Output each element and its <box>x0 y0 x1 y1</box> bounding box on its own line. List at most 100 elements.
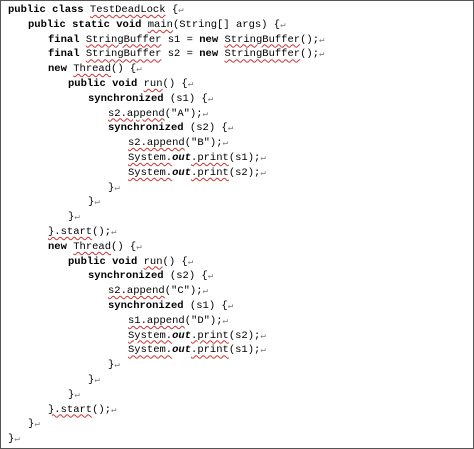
code-token: System. <box>128 152 173 164</box>
paragraph-mark-icon: ↵ <box>111 227 117 237</box>
code-token: System. <box>128 166 173 179</box>
code-token: run <box>143 255 163 268</box>
paragraph-mark-icon: ↵ <box>222 138 228 149</box>
code-line: System.out.print(s2);↵ <box>128 329 266 344</box>
code-token: } <box>28 418 35 431</box>
paragraph-mark-icon: ↵ <box>14 434 20 445</box>
code-token: } <box>108 359 115 372</box>
code-token: public void <box>68 78 144 90</box>
code-token: }.start <box>48 403 93 416</box>
code-token: } <box>8 433 15 446</box>
code-token: out <box>172 152 192 164</box>
code-token: } <box>108 181 115 194</box>
code-token: } <box>88 374 95 386</box>
code-token: s1.append <box>128 314 185 327</box>
code-line: s2.append("C");↵ <box>108 284 208 299</box>
code-token: StringBuffer <box>85 48 162 61</box>
code-token: (s2); <box>228 329 261 342</box>
code-token: Thread <box>73 63 112 76</box>
code-line: System.out.print(s1);↵ <box>128 343 266 358</box>
code-token: System. <box>128 329 173 342</box>
code-token: .print <box>191 344 229 357</box>
code-line: }↵ <box>88 373 100 388</box>
code-line: System.out.print(s1);↵ <box>128 151 266 166</box>
code-token: s2 = <box>161 48 200 61</box>
code-line: final StringBuffer s1 = new StringBuffer… <box>48 33 324 48</box>
code-line: public class TestDeadLock {↵ <box>8 3 184 18</box>
code-line: synchronized (s2) {↵ <box>88 269 213 284</box>
code-line: synchronized (s1) {↵ <box>88 92 213 107</box>
paragraph-mark-icon: ↵ <box>74 212 80 223</box>
code-token: StringBuffer <box>224 48 301 61</box>
code-token: synchronized <box>108 122 190 135</box>
code-token: (s1) { <box>169 92 208 105</box>
code-token: } <box>68 211 75 224</box>
code-line: public void run() {↵ <box>68 255 193 270</box>
code-token: (); <box>92 226 112 238</box>
paragraph-mark-icon: ↵ <box>74 389 80 400</box>
code-token: (s1); <box>228 344 261 357</box>
paragraph-mark-icon: ↵ <box>114 360 120 371</box>
paragraph-mark-icon: ↵ <box>202 108 208 119</box>
code-token: () { <box>111 63 137 76</box>
paragraph-mark-icon: ↵ <box>136 241 142 252</box>
code-token: public static void <box>28 18 148 31</box>
code-token: new <box>48 240 74 253</box>
code-token: Thread <box>73 240 112 253</box>
code-token: .print <box>191 329 229 342</box>
code-token: out <box>172 166 192 179</box>
paragraph-mark-icon: ↵ <box>207 93 214 104</box>
code-token: } <box>88 196 95 209</box>
code-token: { <box>165 4 179 16</box>
paragraph-mark-icon: ↵ <box>260 330 266 341</box>
paragraph-mark-icon: ↵ <box>260 167 266 178</box>
paragraph-mark-icon: ↵ <box>319 49 325 60</box>
code-line: synchronized (s1) {↵ <box>108 299 233 314</box>
code-line: s2.append("B");↵ <box>128 136 228 151</box>
code-token: ("D"); <box>184 314 223 327</box>
code-line: }↵ <box>68 210 80 225</box>
code-token: out <box>172 329 192 342</box>
code-token: } <box>68 388 75 401</box>
code-line: new Thread() {↵ <box>48 62 142 77</box>
code-token: (s1); <box>228 152 261 164</box>
code-line: System.out.print(s2);↵ <box>128 166 266 181</box>
code-line: }↵ <box>28 417 40 432</box>
code-token: StringBuffer <box>224 33 301 46</box>
paragraph-mark-icon: ↵ <box>227 301 234 311</box>
code-line: }↵ <box>8 432 20 447</box>
paragraph-mark-icon: ↵ <box>260 345 266 356</box>
code-line: }↵ <box>108 181 120 196</box>
code-line: }↵ <box>88 195 100 210</box>
code-token: new <box>48 63 74 76</box>
code-token: s1 = <box>161 33 200 46</box>
code-token: run <box>143 78 163 90</box>
code-line: }.start();↵ <box>48 403 116 418</box>
code-token: final <box>48 48 86 61</box>
code-token: s2.append <box>108 285 165 298</box>
code-line: }↵ <box>108 358 120 373</box>
code-token: public class <box>8 4 90 16</box>
paragraph-mark-icon: ↵ <box>94 375 100 385</box>
code-token: s2.append <box>108 107 165 120</box>
code-token: public void <box>68 255 144 268</box>
paragraph-mark-icon: ↵ <box>202 286 208 297</box>
code-token: .print <box>191 166 229 179</box>
code-token: (s2) { <box>189 122 228 135</box>
paragraph-mark-icon: ↵ <box>136 64 142 75</box>
code-token: () { <box>111 240 137 253</box>
code-token: new <box>199 33 225 46</box>
code-token: ("C"); <box>164 285 203 298</box>
code-line: }↵ <box>68 388 80 403</box>
paragraph-mark-icon: ↵ <box>280 19 286 30</box>
paragraph-mark-icon: ↵ <box>178 5 184 15</box>
code-token: new <box>199 48 225 61</box>
code-token: s2.append <box>128 137 185 150</box>
code-line: s2.append("A");↵ <box>108 107 208 122</box>
code-token: (); <box>300 48 319 61</box>
code-token: (); <box>300 33 319 46</box>
code-token: ("A"); <box>164 107 203 120</box>
code-token: StringBuffer <box>85 33 162 46</box>
paragraph-mark-icon: ↵ <box>207 271 214 282</box>
